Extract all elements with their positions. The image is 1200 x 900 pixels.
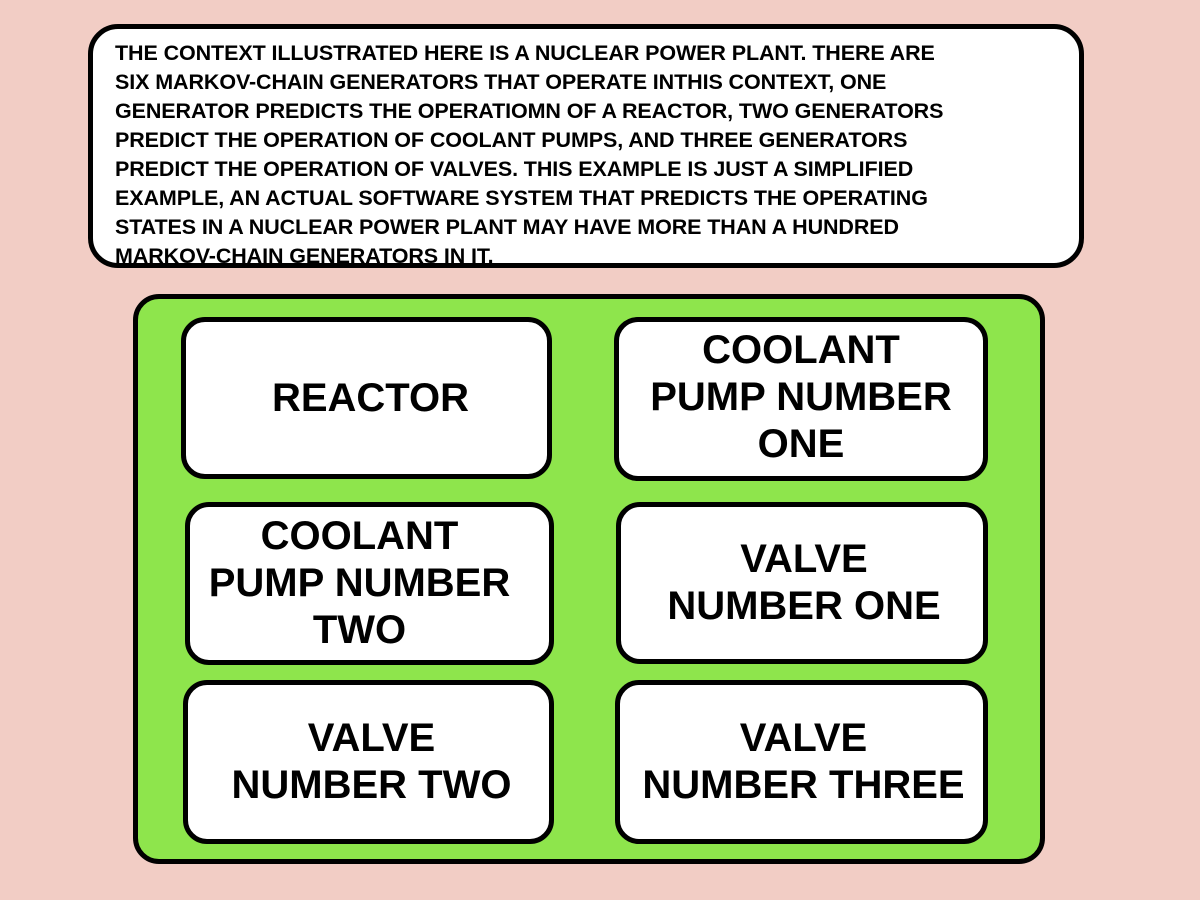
generator-coolant-pump-one-label: COOLANT PUMP NUMBER ONE [650, 327, 952, 466]
generator-valve-three-box: VALVE NUMBER THREE [615, 680, 988, 844]
generator-reactor-box: REACTOR [181, 317, 552, 479]
generator-valve-two-label: VALVE NUMBER TWO [231, 716, 512, 807]
context-description-text: THE CONTEXT ILLUSTRATED HERE IS A NUCLEA… [115, 41, 944, 268]
generator-valve-two-box: VALVE NUMBER TWO [183, 680, 554, 844]
generator-coolant-pump-two-box: COOLANT PUMP NUMBER TWO [185, 502, 554, 665]
context-description-box: THE CONTEXT ILLUSTRATED HERE IS A NUCLEA… [88, 24, 1084, 268]
generator-valve-one-label: VALVE NUMBER ONE [667, 537, 941, 628]
generator-valve-one-box: VALVE NUMBER ONE [616, 502, 988, 664]
generator-valve-three-label: VALVE NUMBER THREE [642, 716, 965, 807]
generator-reactor-label: REACTOR [271, 375, 470, 420]
generator-coolant-pump-two-label: COOLANT PUMP NUMBER TWO [208, 514, 511, 652]
generator-coolant-pump-one-box: COOLANT PUMP NUMBER ONE [614, 317, 988, 481]
